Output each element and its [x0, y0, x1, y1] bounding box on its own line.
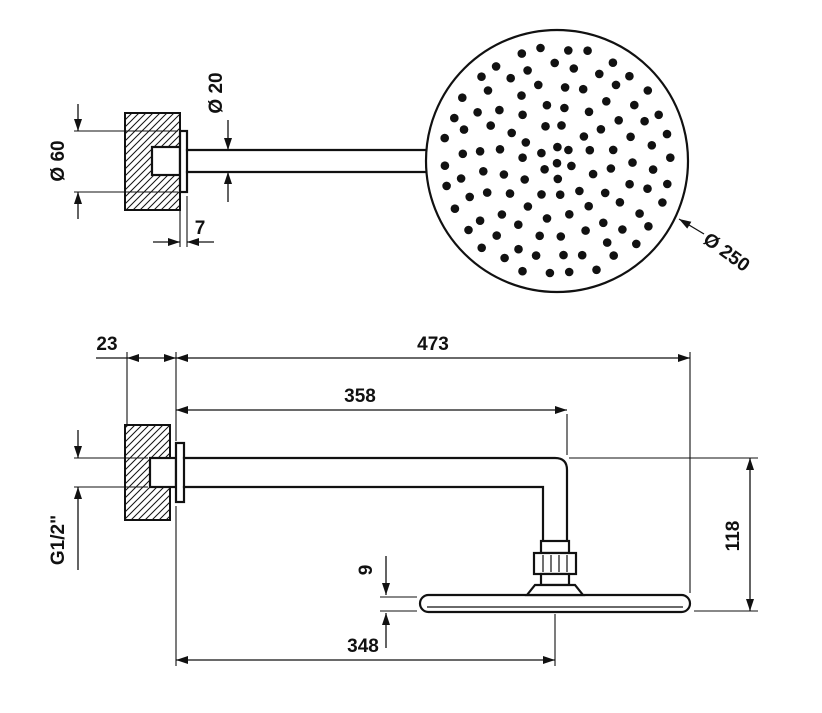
top-view: Ø 60 Ø 20 7 Ø 250 [48, 28, 753, 294]
dim-label-thread-size: G1/2" [48, 515, 69, 565]
dim-flange-thickness: 7 [153, 196, 214, 247]
dim-label-total-reach: 473 [417, 334, 449, 355]
nozzle-dots [440, 43, 675, 278]
dim-flange-diameter: Ø 60 [48, 104, 178, 219]
dim-wall-plate-depth: 23 [96, 334, 176, 362]
shower-head-side [418, 593, 692, 614]
dim-head-diameter: Ø 250 [678, 218, 753, 276]
dim-total-reach: 473 [176, 334, 690, 362]
dim-label-flange-thickness: 7 [195, 218, 206, 239]
flange-disc-top [178, 129, 189, 194]
dim-label-head-center-reach: 348 [347, 636, 379, 657]
dim-arm-diameter: Ø 20 [206, 72, 232, 202]
flange-disc-side [174, 441, 186, 504]
swivel-connector [524, 539, 586, 597]
dim-thread-size: G1/2" [48, 430, 82, 570]
dim-label-wall-plate-depth: 23 [96, 334, 117, 355]
shower-arm-top [185, 148, 429, 174]
dim-label-arm-diameter: Ø 20 [206, 72, 227, 113]
inlet-nipple-top [150, 145, 182, 177]
inlet-nipple-side [148, 456, 178, 489]
dim-label-drop-height: 118 [723, 521, 744, 552]
side-view: 23 473 358 G1/2" 9 118 [48, 334, 758, 666]
dim-label-head-diameter: Ø 250 [699, 229, 753, 276]
dim-drop-height: 118 [723, 458, 754, 611]
dim-head-center-reach: 348 [176, 636, 555, 664]
dim-label-flange-diameter: Ø 60 [48, 140, 69, 181]
dim-label-arm-length: 358 [344, 386, 376, 407]
dim-label-head-thickness: 9 [356, 565, 377, 576]
dim-head-thickness: 9 [356, 556, 390, 648]
shower-arm-side [182, 456, 569, 543]
dim-arm-length: 358 [176, 386, 567, 414]
side-extension-lines [74, 352, 758, 666]
